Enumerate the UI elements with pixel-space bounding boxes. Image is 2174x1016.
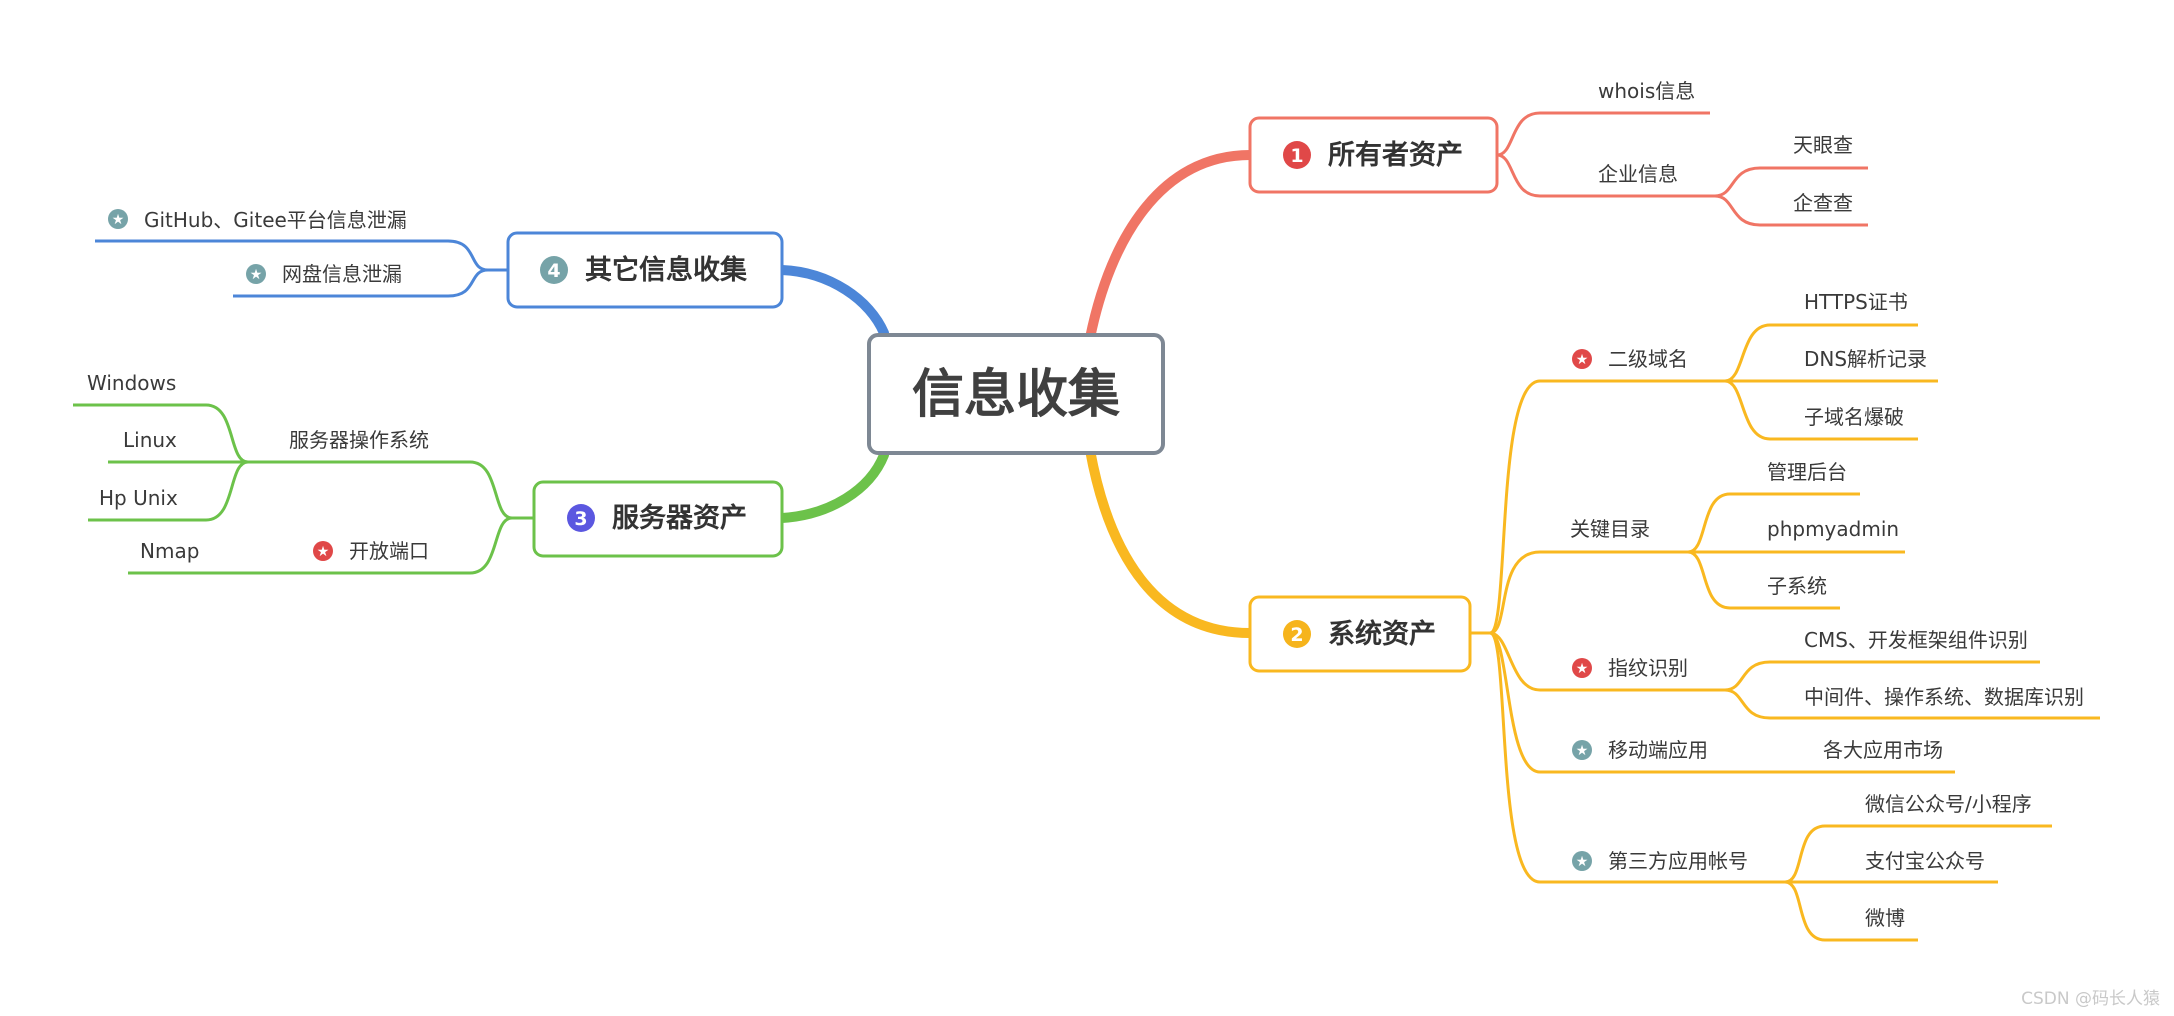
node-dns-record[interactable]: DNS解析记录 bbox=[1804, 347, 1927, 371]
badge-1-icon bbox=[1283, 141, 1311, 169]
svg-text:★: ★ bbox=[1576, 854, 1589, 870]
root-node[interactable]: 信息收集 bbox=[867, 333, 1165, 455]
star-red-icon: ★ bbox=[1572, 658, 1592, 678]
node-system-assets[interactable]: 2 系统资产 bbox=[1248, 595, 1472, 673]
star-teal-icon: ★ bbox=[1572, 740, 1592, 760]
badge-3-icon bbox=[567, 504, 595, 532]
badge-number: 4 bbox=[547, 260, 560, 282]
owner-leaves: whois信息 企业信息 天眼查 企查查 bbox=[1598, 79, 1853, 215]
node-git-leak[interactable]: GitHub、Gitee平台信息泄漏 bbox=[144, 208, 407, 232]
star-teal-icon: ★ bbox=[1572, 851, 1592, 871]
main-branches bbox=[777, 150, 1255, 638]
watermark: CSDN @码长人猿 bbox=[2021, 989, 2160, 1009]
node-windows[interactable]: Windows bbox=[87, 371, 176, 395]
node-middleware-os-db[interactable]: 中间件、操作系统、数据库识别 bbox=[1804, 685, 2084, 709]
node-alipay[interactable]: 支付宝公众号 bbox=[1865, 849, 1985, 873]
svg-text:★: ★ bbox=[1576, 661, 1589, 677]
node-qichacha[interactable]: 企查查 bbox=[1793, 191, 1853, 215]
node-hp-unix[interactable]: Hp Unix bbox=[99, 486, 178, 510]
star-teal-icon: ★ bbox=[246, 264, 266, 284]
node-server-os[interactable]: 服务器操作系统 bbox=[289, 428, 429, 452]
server-leaves: 服务器操作系统 Windows Linux Hp Unix ★ 开放端口 Nma… bbox=[87, 371, 429, 563]
node-cms-framework[interactable]: CMS、开发框架组件识别 bbox=[1804, 628, 2028, 652]
node-subdomain-brute[interactable]: 子域名爆破 bbox=[1804, 405, 1904, 429]
node-third-party-accounts[interactable]: 第三方应用帐号 bbox=[1608, 849, 1748, 873]
system-leaves: ★ 二级域名 HTTPS证书 DNS解析记录 子域名爆破 关键目录 管理后台 p… bbox=[1570, 290, 2084, 930]
node-wechat[interactable]: 微信公众号/小程序 bbox=[1865, 792, 2032, 816]
other-leaves: ★ GitHub、Gitee平台信息泄漏 ★ 网盘信息泄漏 bbox=[108, 208, 407, 286]
badge-4-icon bbox=[540, 256, 568, 284]
node-company-info[interactable]: 企业信息 bbox=[1598, 162, 1678, 186]
badge-number: 1 bbox=[1290, 145, 1303, 167]
svg-text:★: ★ bbox=[112, 212, 125, 228]
node-subdomain[interactable]: 二级域名 bbox=[1608, 347, 1688, 371]
svg-text:★: ★ bbox=[250, 267, 263, 283]
node-open-ports[interactable]: 开放端口 bbox=[349, 539, 429, 563]
server-subtree bbox=[73, 403, 534, 575]
node-tianyancha[interactable]: 天眼查 bbox=[1793, 133, 1853, 157]
node-nmap[interactable]: Nmap bbox=[140, 539, 199, 563]
node-fingerprint[interactable]: 指纹识别 bbox=[1608, 656, 1688, 680]
node-label: 其它信息收集 bbox=[585, 254, 748, 286]
star-red-icon: ★ bbox=[313, 541, 333, 561]
node-app-markets[interactable]: 各大应用市场 bbox=[1823, 738, 1943, 762]
node-subsystem[interactable]: 子系统 bbox=[1767, 574, 1827, 598]
system-subtree bbox=[1470, 323, 2100, 942]
node-owner-assets[interactable]: 1 所有者资产 bbox=[1248, 116, 1499, 194]
star-red-icon: ★ bbox=[1572, 349, 1592, 369]
badge-number: 3 bbox=[574, 508, 587, 530]
branch-other-connector bbox=[777, 265, 889, 338]
svg-text:★: ★ bbox=[317, 544, 330, 560]
node-weibo[interactable]: 微博 bbox=[1865, 906, 1905, 930]
svg-text:★: ★ bbox=[1576, 743, 1589, 759]
node-linux[interactable]: Linux bbox=[123, 428, 177, 452]
branch-owner-connector bbox=[1085, 150, 1255, 343]
node-phpmyadmin[interactable]: phpmyadmin bbox=[1767, 517, 1899, 541]
node-whois[interactable]: whois信息 bbox=[1598, 79, 1695, 103]
node-https-cert[interactable]: HTTPS证书 bbox=[1804, 290, 1908, 314]
badge-number: 2 bbox=[1290, 624, 1303, 646]
node-key-dirs[interactable]: 关键目录 bbox=[1570, 517, 1650, 541]
node-netdisk-leak[interactable]: 网盘信息泄漏 bbox=[282, 262, 402, 286]
branch-system-connector bbox=[1085, 445, 1255, 638]
owner-subtree bbox=[1496, 111, 1868, 227]
badge-2-icon bbox=[1283, 620, 1311, 648]
other-subtree bbox=[95, 239, 508, 298]
node-other-info[interactable]: 4 其它信息收集 bbox=[506, 231, 784, 309]
node-mobile-apps[interactable]: 移动端应用 bbox=[1608, 738, 1708, 762]
svg-text:★: ★ bbox=[1576, 352, 1589, 368]
node-label: 系统资产 bbox=[1328, 618, 1436, 650]
node-admin-panel[interactable]: 管理后台 bbox=[1767, 460, 1847, 484]
node-label: 所有者资产 bbox=[1328, 140, 1463, 171]
node-server-assets[interactable]: 3 服务器资产 bbox=[532, 480, 784, 558]
star-teal-icon: ★ bbox=[108, 209, 128, 229]
node-label: 服务器资产 bbox=[612, 503, 747, 534]
root-label: 信息收集 bbox=[912, 365, 1120, 425]
branch-server-connector bbox=[777, 450, 889, 523]
